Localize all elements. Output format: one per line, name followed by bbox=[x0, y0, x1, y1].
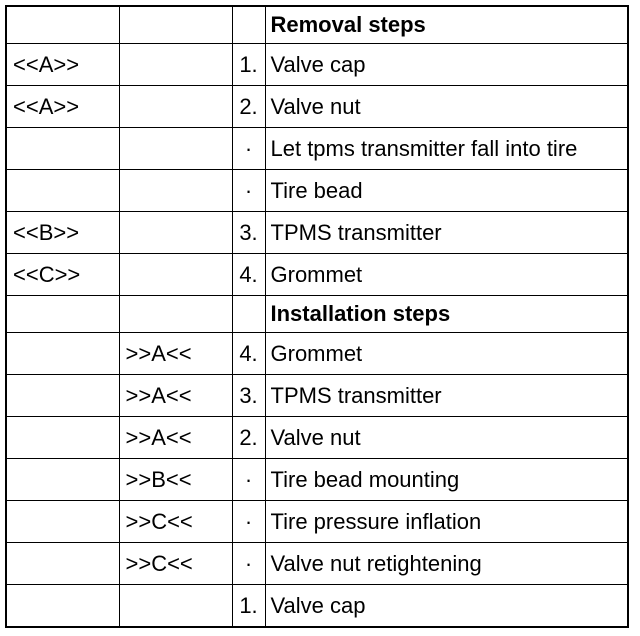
step-number-cell: 1. bbox=[231, 584, 266, 628]
table-row: <<B>> 3. TPMS transmitter bbox=[5, 211, 629, 254]
table-row: <<A>> 1. Valve cap bbox=[5, 43, 629, 86]
removal-reference-cell bbox=[5, 542, 120, 585]
step-bullet-cell: · bbox=[231, 127, 266, 170]
installation-reference-cell bbox=[118, 43, 233, 86]
table-row: >>C<< · Valve nut retightening bbox=[5, 542, 629, 585]
step-description-cell: Grommet bbox=[264, 332, 629, 375]
step-description-cell: Valve nut bbox=[264, 85, 629, 128]
table-row: >>C<< · Tire pressure inflation bbox=[5, 500, 629, 543]
table-row: >>A<< 3. TPMS transmitter bbox=[5, 374, 629, 417]
removal-reference-cell: <<C>> bbox=[5, 253, 120, 296]
step-number-cell: 2. bbox=[231, 85, 266, 128]
step-number-cell: 4. bbox=[231, 253, 266, 296]
step-number-cell: 3. bbox=[231, 211, 266, 254]
table-row: Removal steps bbox=[5, 5, 629, 44]
removal-reference-cell bbox=[5, 458, 120, 501]
installation-reference-cell bbox=[118, 5, 233, 44]
table-row: Installation steps bbox=[5, 295, 629, 333]
step-description-cell: Grommet bbox=[264, 253, 629, 296]
step-description-cell: Tire bead bbox=[264, 169, 629, 212]
step-number-cell bbox=[231, 295, 266, 333]
table-row: · Tire bead bbox=[5, 169, 629, 212]
removal-reference-cell bbox=[5, 500, 120, 543]
installation-reference-cell: >>B<< bbox=[118, 458, 233, 501]
step-number-cell: 1. bbox=[231, 43, 266, 86]
table-row: <<C>> 4. Grommet bbox=[5, 253, 629, 296]
step-number-cell bbox=[231, 5, 266, 44]
step-number-cell: 2. bbox=[231, 416, 266, 459]
table-row: · Let tpms transmitter fall into tire bbox=[5, 127, 629, 170]
step-description-cell: TPMS transmitter bbox=[264, 374, 629, 417]
installation-reference-cell: >>C<< bbox=[118, 500, 233, 543]
step-description-cell: Valve cap bbox=[264, 43, 629, 86]
installation-reference-cell: >>C<< bbox=[118, 542, 233, 585]
step-number-cell: 3. bbox=[231, 374, 266, 417]
step-description-cell: Valve nut retightening bbox=[264, 542, 629, 585]
step-description-cell: Tire bead mounting bbox=[264, 458, 629, 501]
installation-steps-heading: Installation steps bbox=[264, 295, 629, 333]
removal-reference-cell: <<A>> bbox=[5, 43, 120, 86]
step-bullet-cell: · bbox=[231, 458, 266, 501]
installation-reference-cell bbox=[118, 169, 233, 212]
removal-reference-cell bbox=[5, 169, 120, 212]
procedure-table-body: Removal steps <<A>> 1. Valve cap <<A>> 2… bbox=[5, 5, 629, 628]
installation-reference-cell bbox=[118, 584, 233, 628]
removal-reference-cell bbox=[5, 332, 120, 375]
installation-reference-cell: >>A<< bbox=[118, 416, 233, 459]
table-row: >>A<< 4. Grommet bbox=[5, 332, 629, 375]
table-row: <<A>> 2. Valve nut bbox=[5, 85, 629, 128]
installation-reference-cell bbox=[118, 295, 233, 333]
removal-reference-cell: <<A>> bbox=[5, 85, 120, 128]
removal-reference-cell bbox=[5, 374, 120, 417]
installation-reference-cell: >>A<< bbox=[118, 332, 233, 375]
removal-reference-cell: <<B>> bbox=[5, 211, 120, 254]
installation-reference-cell bbox=[118, 253, 233, 296]
installation-reference-cell bbox=[118, 85, 233, 128]
step-bullet-cell: · bbox=[231, 500, 266, 543]
step-number-cell: 4. bbox=[231, 332, 266, 375]
step-bullet-cell: · bbox=[231, 542, 266, 585]
removal-steps-heading: Removal steps bbox=[264, 5, 629, 44]
table-row: >>B<< · Tire bead mounting bbox=[5, 458, 629, 501]
removal-reference-cell bbox=[5, 295, 120, 333]
table-row: 1. Valve cap bbox=[5, 584, 629, 628]
removal-reference-cell bbox=[5, 127, 120, 170]
procedure-table: Removal steps <<A>> 1. Valve cap <<A>> 2… bbox=[5, 5, 629, 628]
step-description-cell: Valve cap bbox=[264, 584, 629, 628]
removal-reference-cell bbox=[5, 5, 120, 44]
installation-reference-cell: >>A<< bbox=[118, 374, 233, 417]
step-bullet-cell: · bbox=[231, 169, 266, 212]
installation-reference-cell bbox=[118, 127, 233, 170]
table-row: >>A<< 2. Valve nut bbox=[5, 416, 629, 459]
removal-reference-cell bbox=[5, 416, 120, 459]
step-description-cell: TPMS transmitter bbox=[264, 211, 629, 254]
installation-reference-cell bbox=[118, 211, 233, 254]
step-description-cell: Tire pressure inflation bbox=[264, 500, 629, 543]
step-description-cell: Valve nut bbox=[264, 416, 629, 459]
removal-reference-cell bbox=[5, 584, 120, 628]
step-description-cell: Let tpms transmitter fall into tire bbox=[264, 127, 629, 170]
